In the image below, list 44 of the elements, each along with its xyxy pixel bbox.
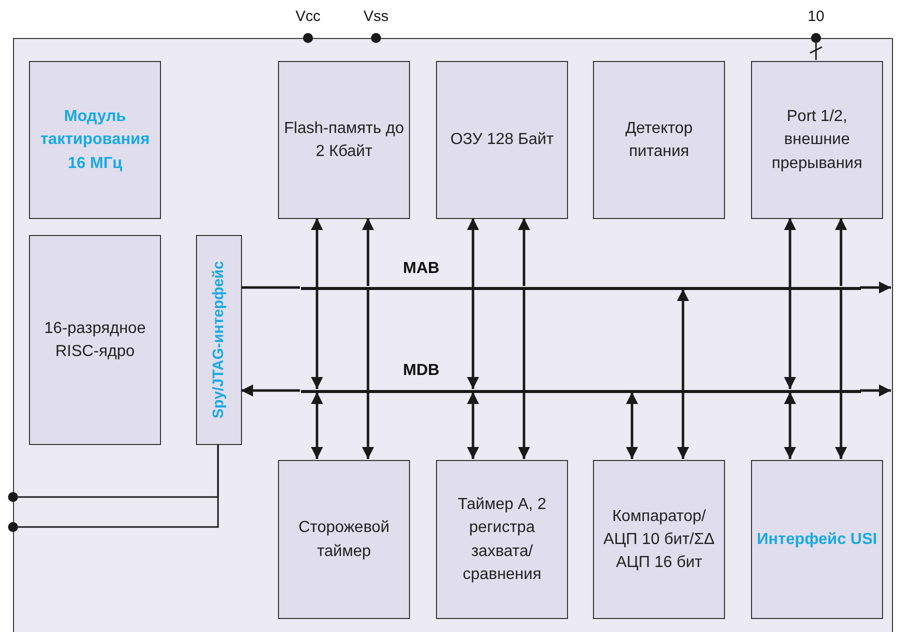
bus-label: MAB	[403, 260, 440, 278]
arrow	[835, 289, 847, 459]
module-box: Модуль тактирования 16 МГц	[29, 61, 161, 219]
arrow	[362, 218, 374, 286]
double-arrow	[677, 289, 689, 459]
double-arrow	[467, 218, 479, 389]
arrow	[241, 384, 300, 396]
pin-label: Vcc	[296, 8, 320, 25]
pin-dot	[371, 33, 381, 43]
module-box: Spy/JTAG-интерфейс	[196, 235, 242, 445]
connector-line	[18, 444, 219, 528]
module-box: Flash-память до 2 Кбайт	[278, 61, 410, 219]
module-box: 16-разрядное RISC-ядро	[29, 235, 161, 445]
connector-line	[815, 43, 817, 60]
bus-line	[301, 390, 861, 393]
module-box: ОЗУ 128 Байт	[436, 61, 568, 219]
pin-dot	[8, 522, 18, 532]
pin-dot	[811, 33, 821, 43]
connector-line	[241, 286, 300, 289]
double-arrow	[626, 392, 638, 459]
module-box: Port 1/2, внешние прерывания	[751, 61, 883, 219]
chip-outline	[13, 38, 893, 632]
arrow	[860, 282, 891, 294]
double-arrow	[784, 218, 796, 389]
arrow	[518, 289, 530, 459]
bus-line	[301, 287, 861, 290]
module-box: Таймер А, 2 регистра захвата/ сравнения	[436, 460, 568, 619]
pin-label: 10	[808, 8, 824, 25]
bus-label: MDB	[403, 362, 440, 380]
module-box: Компаратор/ АЦП 10 бит/ΣΔ АЦП 16 бит	[593, 460, 725, 619]
arrow	[362, 289, 374, 459]
pin-dot	[8, 492, 18, 502]
pin-dot	[303, 33, 313, 43]
double-arrow	[311, 392, 323, 459]
arrow	[860, 384, 891, 396]
double-arrow	[311, 218, 323, 389]
arrow	[835, 218, 847, 286]
arrow	[518, 218, 530, 286]
module-box: Детектор питания	[593, 61, 725, 219]
module-box: Интерфейс USI	[751, 460, 883, 619]
double-arrow	[784, 392, 796, 459]
module-box: Сторожевой таймер	[278, 460, 410, 619]
double-arrow	[467, 392, 479, 459]
pin-label: Vss	[364, 8, 388, 25]
